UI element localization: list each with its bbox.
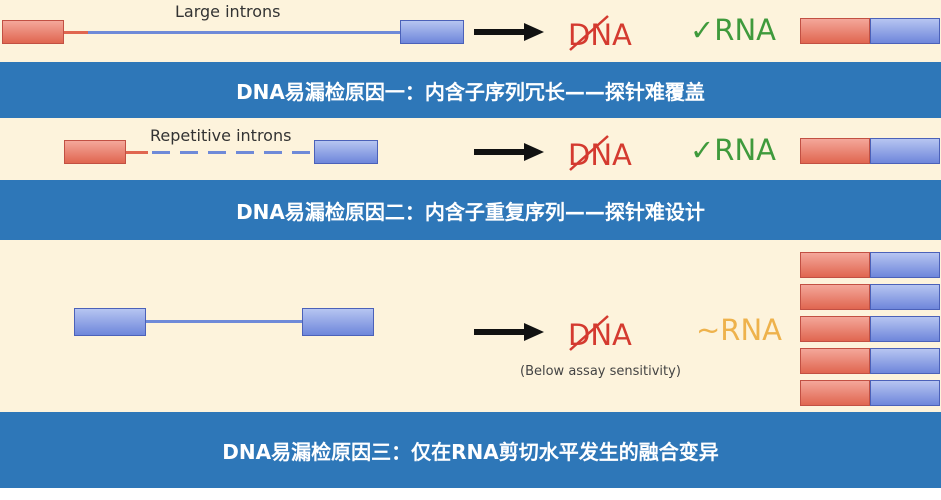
panel-repetitive-introns: Repetitive introns DNA ✓RNA (0, 118, 941, 180)
exon-blue (314, 140, 378, 164)
exon-red (64, 140, 126, 164)
fusion-transcript (800, 380, 940, 406)
intron-line (146, 320, 302, 323)
intron-line-repetitive (152, 151, 312, 154)
cross-out-line (569, 135, 609, 171)
banner-reason-3: DNA易漏检原因三：仅在RNA剪切水平发生的融合变异 (0, 412, 941, 488)
fusion-transcript (800, 18, 940, 44)
panel-rna-splicing: DNA (Below assay sensitivity) ~RNA (0, 240, 941, 412)
dna-crossed-label: DNA (568, 315, 632, 352)
cross-out-line (569, 15, 609, 51)
intron-label: Large introns (175, 2, 281, 21)
dna-crossed-label: DNA (568, 15, 632, 52)
intron-line-start (126, 151, 148, 154)
exon-blue (74, 308, 146, 336)
arrow-icon (474, 23, 544, 41)
rna-low-label: ~RNA (696, 313, 782, 347)
exon-blue (400, 20, 464, 44)
rna-detected-label: ✓RNA (690, 133, 776, 167)
banner-reason-2: DNA易漏检原因二：内含子重复序列——探针难设计 (0, 180, 941, 240)
intron-line-large (88, 31, 400, 34)
intron-label: Repetitive introns (150, 126, 292, 145)
fusion-transcript (800, 348, 940, 374)
intron-line-start (64, 31, 88, 34)
fusion-transcript (800, 284, 940, 310)
fusion-transcript (800, 138, 940, 164)
fusion-transcript (800, 252, 940, 278)
arrow-icon (474, 323, 544, 341)
banner-reason-1: DNA易漏检原因一：内含子序列冗长——探针难覆盖 (0, 62, 941, 118)
rna-detected-label: ✓RNA (690, 13, 776, 47)
arrow-icon (474, 143, 544, 161)
dna-crossed-label: DNA (568, 135, 632, 172)
cross-out-line (569, 315, 609, 351)
fusion-transcript (800, 316, 940, 342)
exon-blue (302, 308, 374, 336)
sensitivity-note: (Below assay sensitivity) (520, 364, 681, 379)
panel-large-introns: Large introns DNA ✓RNA (0, 0, 941, 62)
exon-red (2, 20, 64, 44)
